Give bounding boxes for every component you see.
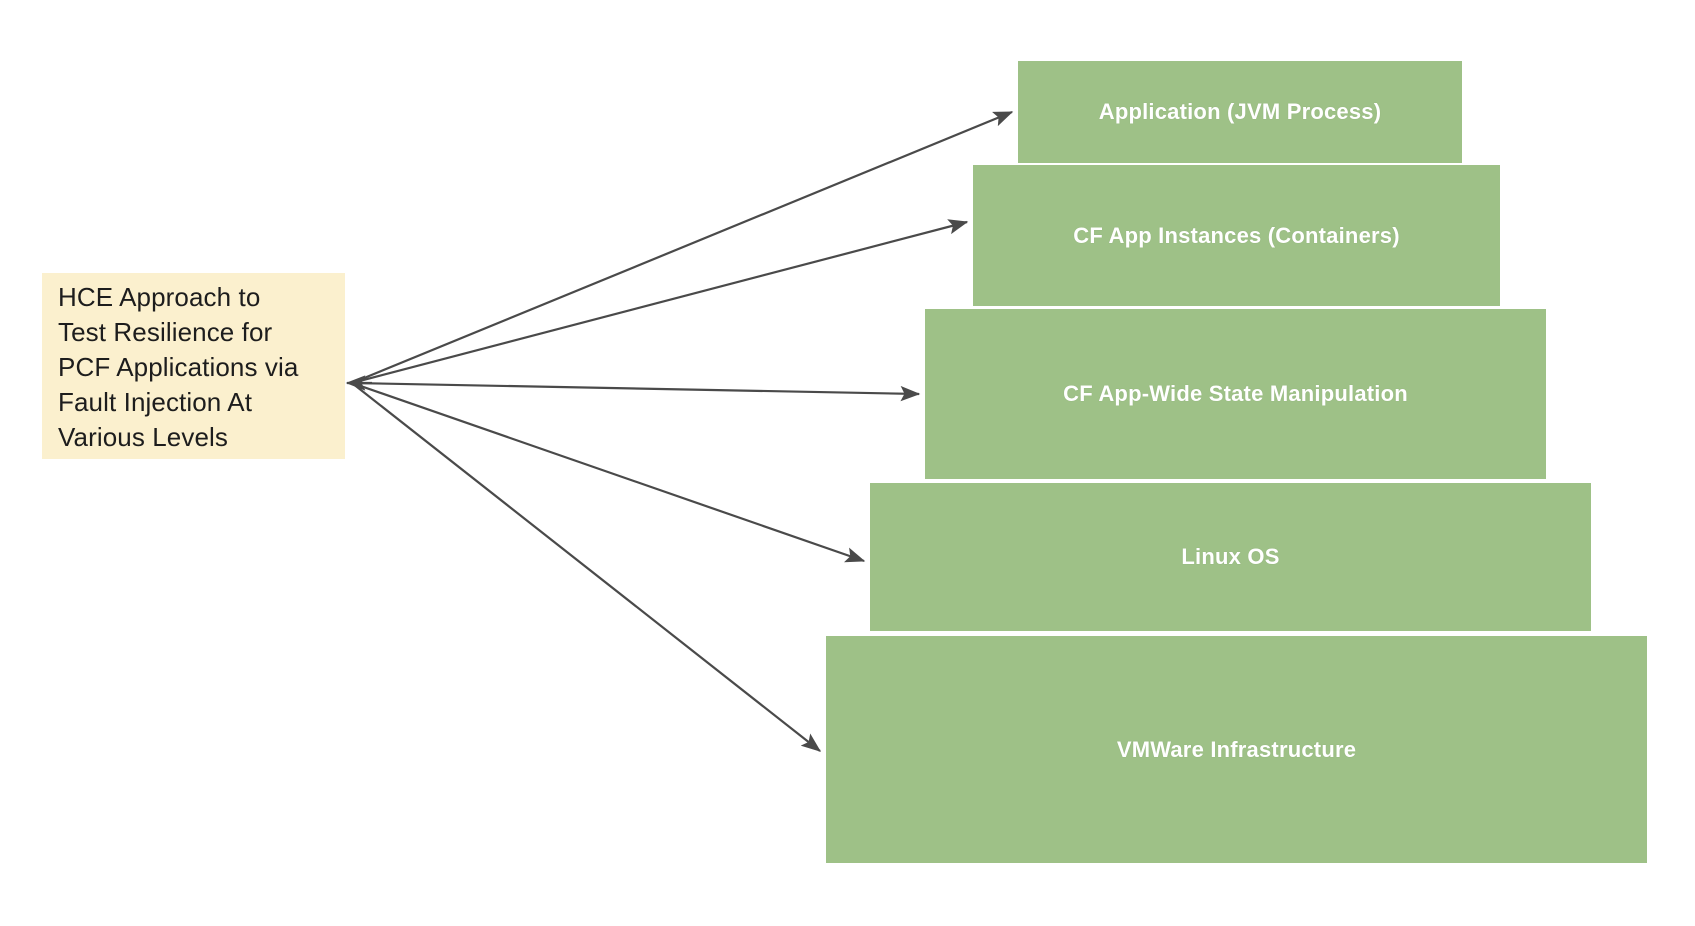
layer-box-cf-app-wide-state[interactable]: CF App-Wide State Manipulation bbox=[925, 309, 1546, 479]
layer-label-cf-app-instances: CF App Instances (Containers) bbox=[1073, 222, 1400, 248]
connector-to-vmware-infrastructure bbox=[351, 382, 822, 752]
layer-label-vmware-infrastructure: VMWare Infrastructure bbox=[1116, 736, 1357, 762]
layer-box-linux-os[interactable]: Linux OS bbox=[870, 483, 1591, 631]
layer-label-application: Application (JVM Process) bbox=[1098, 99, 1382, 124]
connector-to-linux-os bbox=[351, 381, 866, 563]
layer-label-cf-app-wide-state: CF App-Wide State Manipulation bbox=[1063, 381, 1408, 406]
layer-label-linux-os: Linux OS bbox=[1181, 544, 1280, 569]
hce-approach-note[interactable]: HCE Approach to Test Resilience for PCF … bbox=[42, 273, 345, 459]
connector-to-cf-app-wide-state bbox=[351, 381, 921, 402]
layer-box-vmware-infrastructure[interactable]: VMWare Infrastructure bbox=[826, 636, 1647, 863]
hce-approach-note-text: HCE Approach to Test Resilience for PCF … bbox=[58, 281, 299, 452]
connector-to-application bbox=[351, 110, 1014, 385]
connector-to-cf-app-instances bbox=[351, 219, 969, 385]
layer-box-cf-app-instances[interactable]: CF App Instances (Containers) bbox=[973, 165, 1500, 306]
layer-box-application[interactable]: Application (JVM Process) bbox=[1018, 61, 1462, 163]
